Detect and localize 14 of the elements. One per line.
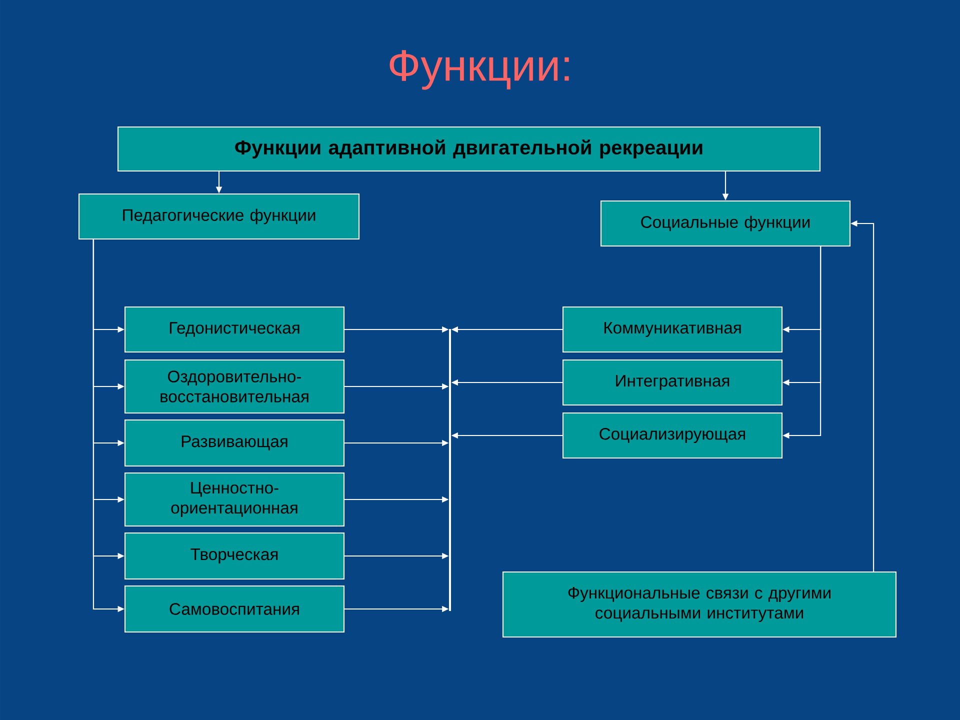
process-box: Творческая <box>124 532 345 580</box>
process-box: Социализирующая <box>562 412 783 459</box>
process-box: Функциональные связи с другими социальными институтами <box>502 571 897 638</box>
process-box: Коммуникативная <box>562 306 783 353</box>
title: Функции: <box>390 50 569 90</box>
process-box: Педагогические функции <box>78 193 360 240</box>
process-box: Оздоровительно-восстановительная <box>124 359 345 414</box>
process-box: Ценностно-ориентационная <box>124 472 345 527</box>
process-box: Интегративная <box>562 359 783 406</box>
process-box: Социальные функции <box>600 200 851 247</box>
process-box: Развивающая <box>124 419 345 467</box>
process-box: Гедонистическая <box>124 306 345 353</box>
process-box: Функции адаптивной двигательной рекреации <box>117 126 821 172</box>
process-box: Самовоспитания <box>124 585 345 633</box>
